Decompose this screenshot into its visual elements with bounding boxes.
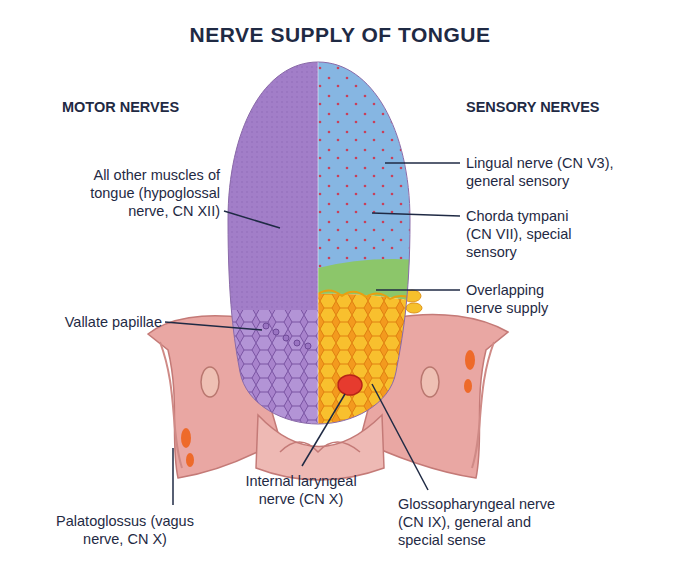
foliate-papillae bbox=[406, 303, 422, 313]
nerve-label: Palatoglossus (vagus nerve, CN X) bbox=[40, 512, 210, 548]
part-label: Vallate papillae bbox=[40, 313, 162, 331]
arch-right bbox=[472, 342, 494, 468]
leader-line bbox=[376, 289, 460, 291]
nerve-mark bbox=[181, 428, 191, 448]
nerve-mark bbox=[465, 350, 475, 370]
palatine-tonsil bbox=[201, 367, 219, 397]
nerve-label: Overlapping nerve supply bbox=[466, 281, 570, 317]
epiglottis bbox=[256, 415, 384, 480]
nerve-mark bbox=[186, 453, 194, 467]
leader-line bbox=[224, 211, 280, 228]
nerve-label: All other muscles of tongue (hypoglossal… bbox=[64, 166, 220, 220]
nerve-label: Chorda tympani (CN VII), special sensory bbox=[466, 207, 596, 261]
vallecula bbox=[280, 442, 360, 452]
leader-line bbox=[165, 322, 262, 330]
internal-laryngeal-area bbox=[338, 375, 362, 395]
leader-line bbox=[372, 213, 460, 216]
nerve-mark bbox=[464, 379, 472, 393]
vallate-papillae bbox=[263, 323, 311, 349]
section-heading: SENSORY NERVES bbox=[466, 98, 646, 116]
tongue bbox=[220, 50, 420, 440]
median-line bbox=[318, 62, 319, 424]
leader-line bbox=[372, 384, 428, 490]
section-heading: MOTOR NERVES bbox=[62, 98, 222, 116]
nerve-label: Glossopharyngeal nerve (CN IX), general … bbox=[398, 495, 574, 549]
palatine-tonsil bbox=[421, 367, 439, 397]
arch-left bbox=[160, 342, 182, 468]
nerve-label: Lingual nerve (CN V3), general sensory bbox=[466, 154, 644, 190]
motor-posterior bbox=[220, 310, 318, 440]
posterior-edge bbox=[318, 290, 420, 302]
motor-region bbox=[220, 50, 318, 310]
leader-line bbox=[385, 162, 460, 164]
leader-line bbox=[302, 394, 345, 466]
nerve-label: Internal laryngeal nerve (CN X) bbox=[226, 472, 376, 508]
tongue-outline bbox=[228, 62, 410, 424]
leader-line bbox=[172, 448, 174, 505]
title: NERVE SUPPLY OF TONGUE bbox=[0, 22, 680, 48]
